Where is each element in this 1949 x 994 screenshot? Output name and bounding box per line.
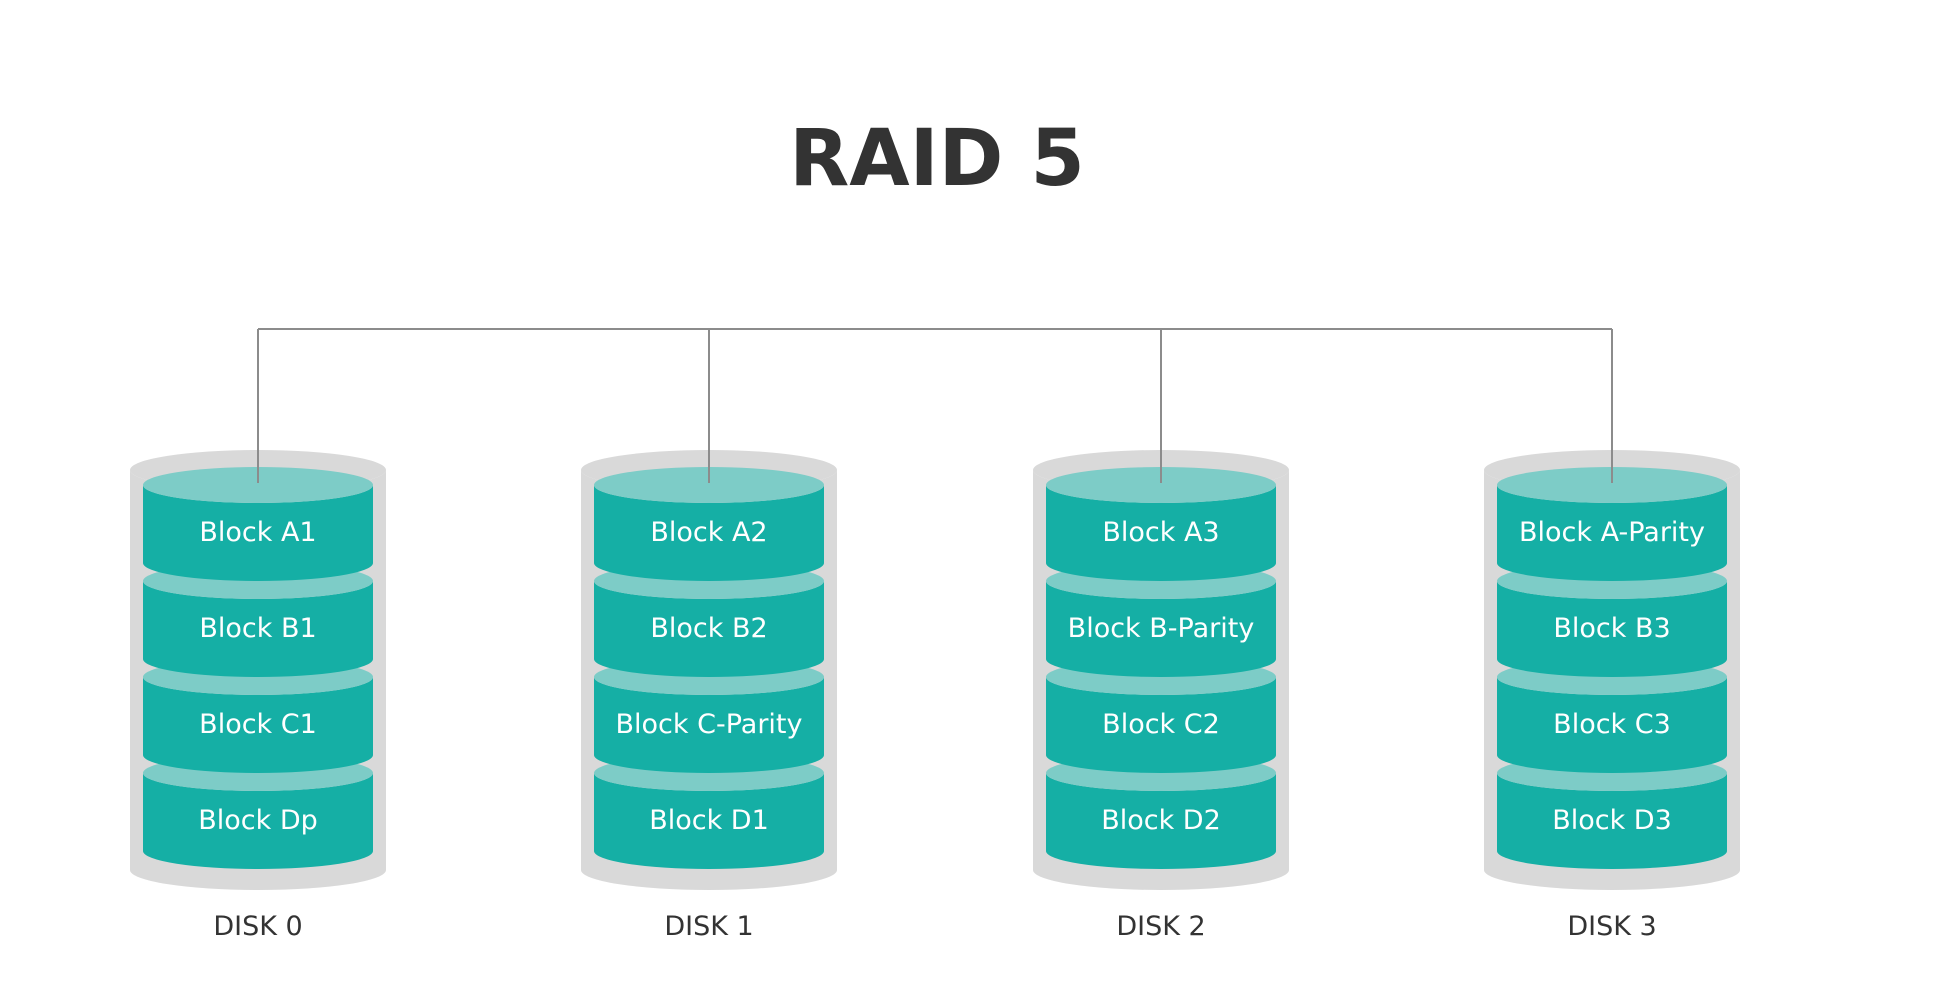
block-top — [1046, 467, 1276, 503]
block-label: Block B-Parity — [1068, 613, 1255, 644]
block-label: Block A-Parity — [1519, 517, 1705, 548]
block-label: Block B3 — [1553, 613, 1670, 644]
block-label: Block Dp — [198, 805, 318, 836]
block-label: Block D3 — [1552, 805, 1672, 836]
block: Block A2 — [594, 467, 824, 581]
block-label: Block C3 — [1553, 709, 1671, 740]
block-label: Block C1 — [199, 709, 317, 740]
disk: Block D3 Block C3 Block B3 Block A-ParityDI… — [1484, 450, 1740, 942]
connector-bus — [257, 328, 1613, 483]
disk-label: DISK 3 — [1567, 911, 1656, 942]
block-top — [143, 467, 373, 503]
block-top — [1497, 467, 1727, 503]
disk: Block D2 Block C2 Block B-Parity Block A3 DI… — [1033, 450, 1289, 942]
block-label: Block C-Parity — [616, 709, 803, 740]
block-label: Block A2 — [650, 517, 767, 548]
block-body — [143, 485, 373, 581]
block-body — [1046, 677, 1276, 773]
disk: Block D1 Block C-Parity Block B2 Block A2 DI… — [581, 450, 837, 942]
block-label: Block A1 — [199, 517, 316, 548]
block-body — [594, 677, 824, 773]
block-body — [1046, 485, 1276, 581]
block-label: Block B1 — [199, 613, 316, 644]
diagram-title: RAID 5 — [789, 114, 1085, 204]
block-body — [143, 677, 373, 773]
block-body — [1046, 773, 1276, 869]
block-body — [1497, 485, 1727, 581]
block-label: Block D2 — [1101, 805, 1221, 836]
block-body — [594, 581, 824, 677]
block-label: Block D1 — [649, 805, 769, 836]
block-body — [143, 773, 373, 869]
block-body — [1046, 581, 1276, 677]
block: Block A1 — [143, 467, 373, 581]
block-top — [594, 467, 824, 503]
disk-label: DISK 1 — [664, 911, 753, 942]
block: Block A3 — [1046, 467, 1276, 581]
disk-label: DISK 2 — [1116, 911, 1205, 942]
block-body — [594, 773, 824, 869]
block-label: Block A3 — [1102, 517, 1219, 548]
disk-label: DISK 0 — [213, 911, 302, 942]
block: Block A-Parity — [1497, 467, 1727, 581]
block-label: Block C2 — [1102, 709, 1220, 740]
block-body — [1497, 677, 1727, 773]
disk: Block Dp Block C1 Block B1 Block A1 DISK 0 — [130, 450, 386, 942]
block-label: Block B2 — [650, 613, 767, 644]
block-body — [1497, 773, 1727, 869]
block-body — [143, 581, 373, 677]
block-body — [594, 485, 824, 581]
block-body — [1497, 581, 1727, 677]
